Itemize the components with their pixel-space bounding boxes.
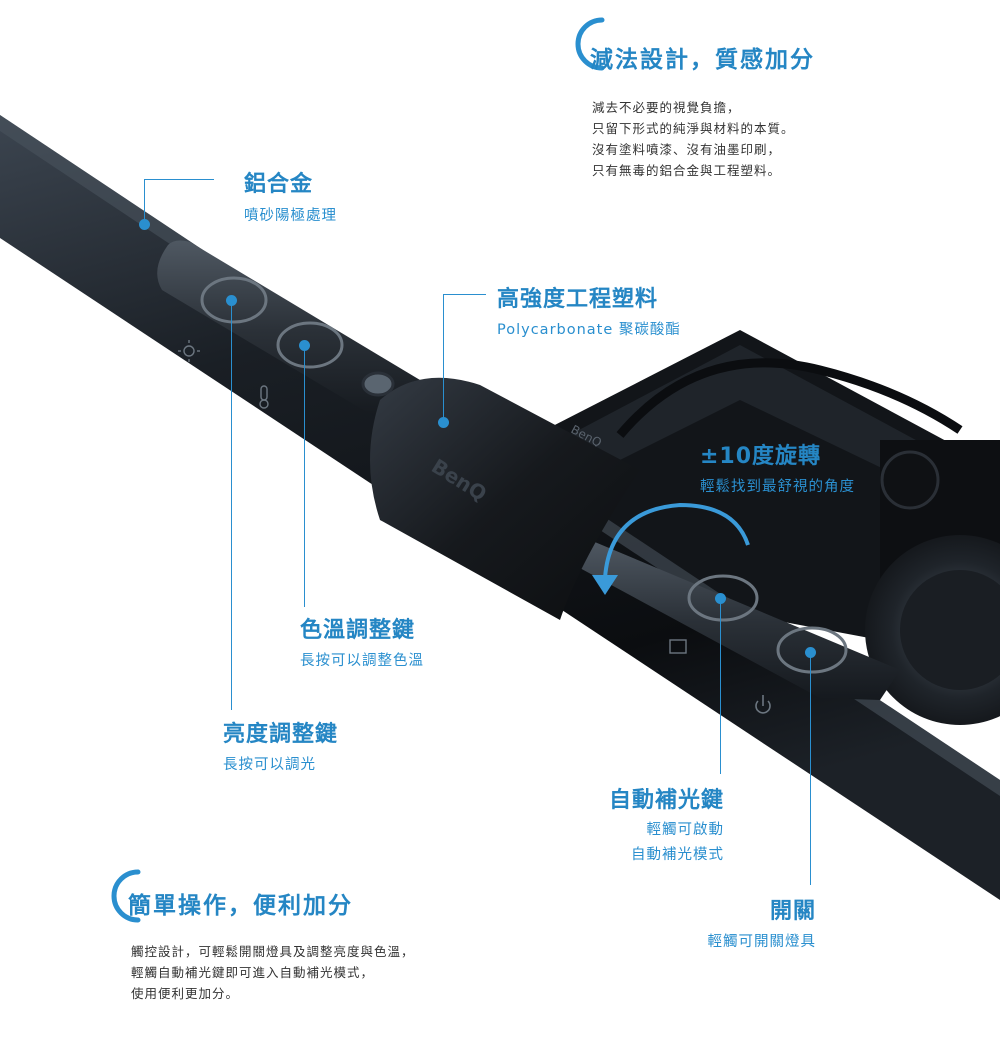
top-line-1: 減去不必要的視覺負擔，: [592, 100, 741, 115]
bottom-line-1: 觸控設計，可輕鬆開關燈具及調整亮度與色溫，: [131, 944, 415, 959]
brightness-leader: [231, 300, 232, 710]
thermometer-icon: [259, 385, 269, 409]
top-title-arc: [575, 17, 605, 71]
auto-light-dot: [714, 592, 726, 604]
bottom-section-body: 觸控設計，可輕鬆開關燈具及調整亮度與色溫， 輕觸自動補光鍵即可進入自動補光模式，…: [131, 941, 415, 1004]
top-section-body: 減去不必要的視覺負擔， 只留下形式的純淨與材料的本質。 沒有塗料噴漆、沒有油墨印…: [592, 97, 795, 181]
bottom-section-title: 簡單操作，便利加分: [128, 893, 353, 919]
plastic-leader-v: [443, 294, 444, 422]
top-section-title: 減法設計，質感加分: [590, 47, 815, 73]
power-leader: [810, 652, 811, 885]
monitor-icon: [669, 639, 687, 654]
plastic-dot: [437, 416, 449, 428]
aluminum-leader-v: [144, 179, 145, 224]
plastic-title: 高強度工程塑料: [497, 287, 659, 312]
bottom-title-arc: [111, 869, 141, 923]
power-dot: [804, 646, 816, 658]
plastic-leader-h: [443, 294, 486, 295]
color-temp-leader: [304, 345, 305, 607]
auto-light-sub2: 自動補光模式: [631, 847, 724, 863]
top-line-2: 只留下形式的純淨與材料的本質。: [592, 121, 795, 136]
brightness-sub: 長按可以調光: [223, 757, 316, 773]
aluminum-dot: [138, 218, 150, 230]
color-temp-dot: [298, 339, 310, 351]
top-line-3: 沒有塗料噴漆、沒有油墨印刷，: [592, 142, 782, 157]
brightness-title: 亮度調整鍵: [223, 722, 339, 747]
bottom-line-3: 使用便利更加分。: [131, 986, 240, 1001]
aluminum-sub: 噴砂陽極處理: [244, 208, 337, 224]
rotate-sub: 輕鬆找到最舒視的角度: [700, 479, 855, 495]
rotate-title: ±10度旋轉: [700, 444, 822, 469]
aluminum-leader-h: [144, 179, 214, 180]
top-line-4: 只有無毒的鋁合金與工程塑料。: [592, 163, 782, 178]
power-sub: 輕觸可開關燈具: [707, 934, 816, 950]
aluminum-title: 鋁合金: [244, 172, 314, 197]
sun-icon: [178, 340, 200, 362]
auto-light-title: 自動補光鍵: [608, 788, 724, 813]
power-title: 開關: [769, 899, 816, 924]
power-icon: [755, 695, 771, 714]
auto-light-leader: [720, 598, 721, 774]
color-temp-sub: 長按可以調整色溫: [300, 653, 424, 669]
color-temp-title: 色溫調整鍵: [300, 618, 416, 643]
brightness-dot: [225, 294, 237, 306]
plastic-sub: Polycarbonate 聚碳酸酯: [497, 322, 681, 338]
auto-light-sub1: 輕觸可啟動: [646, 822, 724, 838]
bottom-line-2: 輕觸自動補光鍵即可進入自動補光模式，: [131, 965, 375, 980]
